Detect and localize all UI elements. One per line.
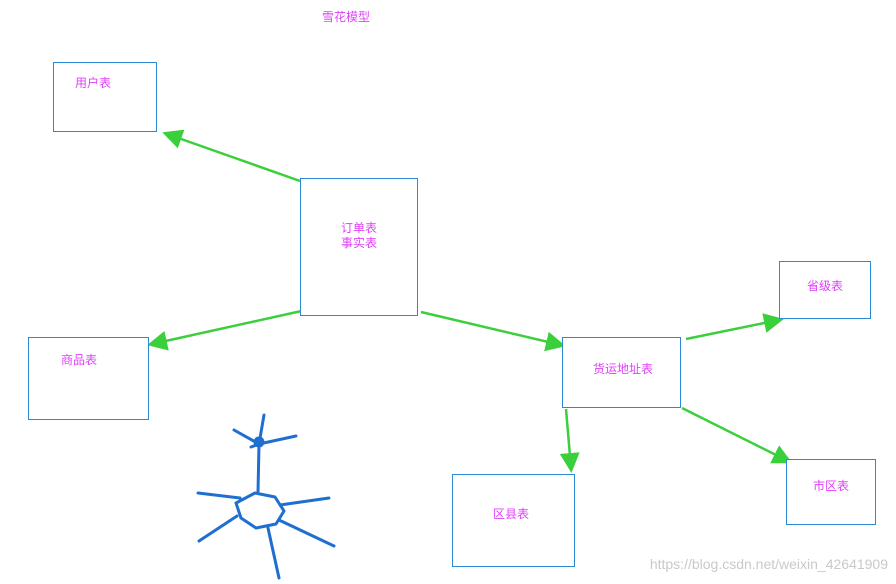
product-table-box: 商品表 [28,337,149,420]
arrow-order-to-shipping [420,310,566,352]
district-table-box: 区县表 [452,474,575,567]
city-table-box: 市区表 [786,459,876,525]
district-table-label: 区县表 [493,507,530,521]
user-table-label: 用户表 [75,76,112,90]
arrow-order-to-product [147,308,307,351]
diagram-title: 雪花模型 [322,10,371,24]
snowflake-sketch-icon [196,413,336,580]
province-table-box: 省级表 [779,261,871,319]
province-table-label: 省级表 [807,279,844,293]
watermark: https://blog.csdn.net/weixin_42641909 [649,556,888,572]
shipping-address-table-label: 货运地址表 [593,362,654,376]
arrow-order-to-user [162,129,301,183]
city-table-label: 市区表 [813,479,850,493]
shipping-address-table-box: 货运地址表 [562,337,681,408]
order-fact-table-box: 订单表 事实表 [300,178,418,316]
user-table-box: 用户表 [53,62,157,132]
product-table-label: 商品表 [61,353,98,367]
arrow-shipping-to-province [685,313,784,341]
order-table-label: 订单表 [340,221,377,235]
arrow-shipping-to-district [559,408,580,473]
fact-table-label: 事实表 [340,236,377,250]
arrow-shipping-to-city [681,406,793,464]
